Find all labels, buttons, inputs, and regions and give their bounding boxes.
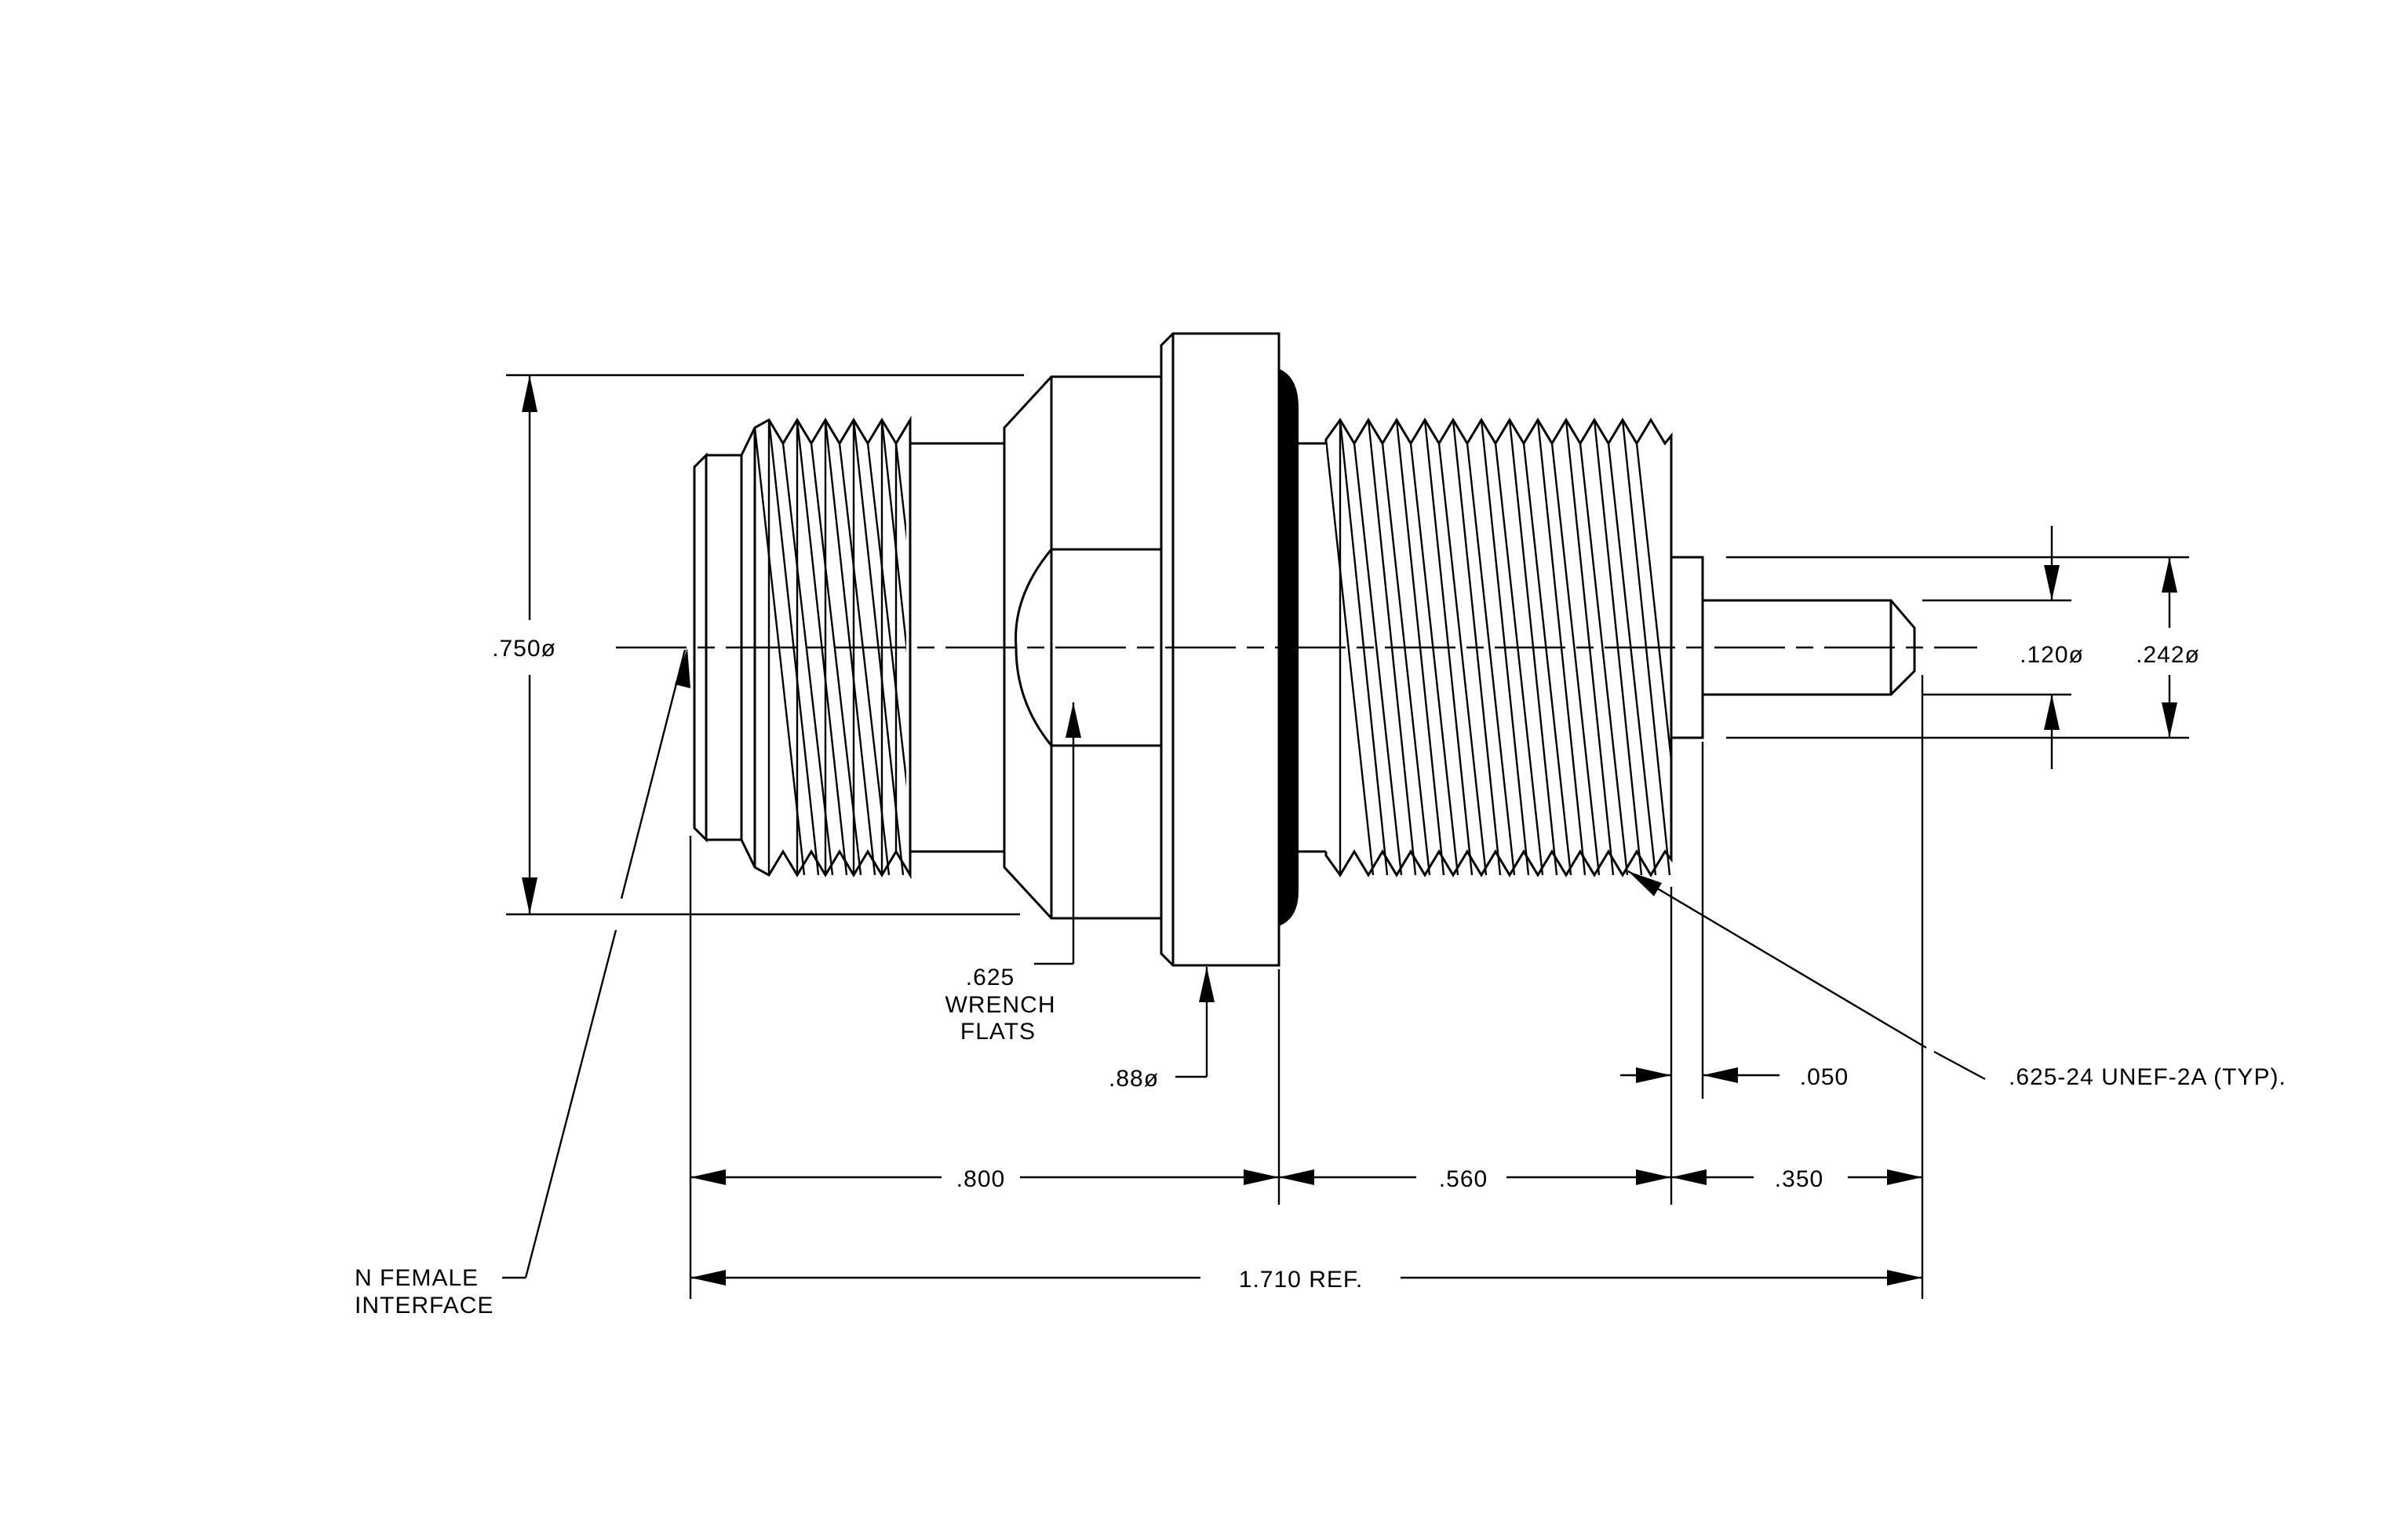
dim-label-242: .242ø [2136, 642, 2200, 668]
dim-label-050: .050 [1800, 1064, 1849, 1090]
dim-242-dia: .242ø [2136, 557, 2200, 738]
dim-88-dia: .88ø [1109, 967, 1215, 1092]
dim-label-750: .750ø [492, 636, 556, 662]
dim-label-overall: 1.710 REF. [1239, 1267, 1363, 1293]
extension-lines [506, 374, 2189, 1299]
connector-body [693, 332, 1916, 967]
dim-label-350: .350 [1775, 1166, 1823, 1192]
wrench-label-3: FLATS [960, 1019, 1036, 1045]
thread-spec-label: .625-24 UNEF-2A (TYP). [2009, 1064, 2286, 1090]
wrench-flats-callout: .625 WRENCH FLATS [945, 702, 1081, 1045]
interface-callout: N FEMALE INTERFACE [355, 648, 690, 1319]
dim-label-120: .120ø [2020, 642, 2084, 668]
dim-120-dia: .120ø [2020, 526, 2084, 769]
nose-tip [693, 452, 708, 843]
dim-050: .050 [1620, 1064, 1849, 1090]
thread-callout: .625-24 UNEF-2A (TYP). [1627, 870, 2286, 1090]
dim-label-560: .560 [1439, 1166, 1488, 1192]
dim-chain: .800 .560 .350 [690, 1166, 1922, 1192]
dim-label-88: .88ø [1109, 1066, 1159, 1092]
interface-label-1: N FEMALE [355, 1265, 479, 1291]
flange [1160, 332, 1299, 967]
interface-label-2: INTERFACE [355, 1293, 494, 1319]
wrench-label-2: WRENCH [945, 992, 1056, 1018]
dim-label-800: .800 [956, 1166, 1005, 1192]
dim-overall: 1.710 REF. [690, 1267, 1922, 1293]
wrench-label-1: .625 [966, 965, 1015, 990]
dim-750-dia: .750ø [492, 375, 556, 914]
